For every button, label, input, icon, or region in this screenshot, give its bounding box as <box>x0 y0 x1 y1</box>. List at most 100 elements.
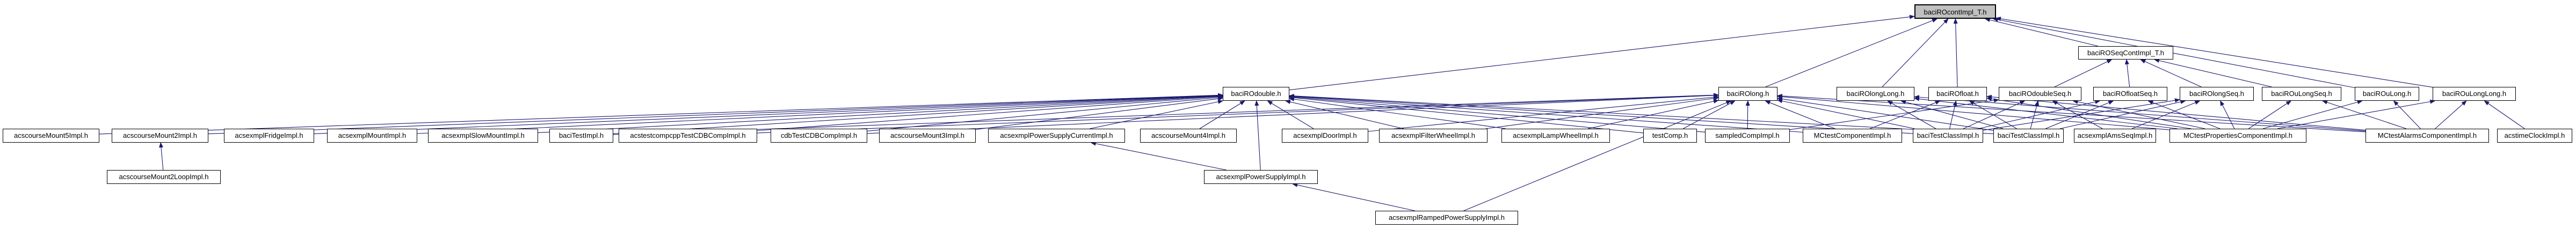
graph-node-mount2loop[interactable]: acscourseMount2LoopImpl.h <box>107 170 221 184</box>
edge-mctestprops-to-rolongseq <box>2220 100 2235 129</box>
edge-psimpl-to-pscurrent <box>1090 141 1227 171</box>
edge-psimpl-to-rodouble <box>1254 100 1261 171</box>
edge-pscurrent-to-rodouble <box>1090 99 1224 129</box>
edge-testcomp-to-rolong <box>1682 100 1736 129</box>
graph-node-mount3[interactable]: acscourseMount3Impl.h <box>879 129 976 143</box>
edge-roulong-to-root <box>1992 17 2355 88</box>
graph-node-roulong[interactable]: baciROuLong.h <box>2355 87 2419 101</box>
edge-mctestprops-to-rolonglong <box>1914 97 2178 129</box>
graph-node-filterwheel[interactable]: acsexmplFilterWheelImpl.h <box>1379 129 1487 143</box>
graph-node-bacitestclass1[interactable]: baciTestClassImpl.h <box>1913 129 1983 143</box>
edge-rofloat-to-root <box>1953 18 1958 87</box>
graph-node-mctestprops[interactable]: MCtestPropertiesComponentImpl.h <box>2169 129 2306 143</box>
edge-roulongseq-to-seqcont <box>2154 58 2272 87</box>
graph-node-rofloatseq[interactable]: baciROfloatSeq.h <box>2093 87 2167 101</box>
graph-node-roulongseq[interactable]: baciROuLongSeq.h <box>2262 87 2341 101</box>
edge-cdbtest-to-rolong <box>867 93 1719 134</box>
edge-bacitestclass1-to-rolong <box>1777 99 1915 129</box>
edge-mctestprops-to-rodoubleseq <box>2072 99 2205 129</box>
edge-mount5-to-rodouble <box>99 93 1223 135</box>
edge-clock-to-roulonglong <box>2484 100 2525 129</box>
edge-door-to-rolong <box>1368 95 1719 132</box>
edge-filterwheel-to-rodouble <box>1285 100 1404 129</box>
graph-node-pscurrent[interactable]: acsexmplPowerSupplyCurrentImpl.h <box>988 129 1125 143</box>
edge-mount-to-rodouble <box>417 93 1223 134</box>
edge-rodoubleseq-to-seqcont <box>2054 59 2113 87</box>
graph-node-rodouble[interactable]: baciROdouble.h <box>1223 87 1289 101</box>
graph-node-ramped[interactable]: acsexmplRampedPowerSupplyImpl.h <box>1375 211 1518 225</box>
edge-mount2loop-to-mount2 <box>159 142 164 171</box>
graph-node-clock[interactable]: acstimeClockImpl.h <box>2497 129 2572 143</box>
edge-mctestcomp-to-rofloat <box>1869 100 1941 129</box>
edge-bacitestclass2-to-rofloat <box>1969 100 2017 129</box>
graph-node-psimpl[interactable]: acsexmplPowerSupplyImpl.h <box>1204 170 1318 184</box>
graph-node-lampwheel[interactable]: acsexmplLampWheelImpl.h <box>1501 129 1610 143</box>
graph-node-door[interactable]: acsexmplDoorImpl.h <box>1282 129 1368 143</box>
graph-node-acstestcomp[interactable]: acstestcompcppTestCDBCompImpl.h <box>619 129 757 143</box>
graph-node-mount4[interactable]: acscourseMount4Impl.h <box>1140 129 1237 143</box>
graph-node-fridge[interactable]: acsexmplFridgeImpl.h <box>224 129 314 143</box>
edge-amsseq-to-rodoubleseq <box>2052 100 2103 129</box>
edge-sampledcomp-to-rodoubleseq <box>1789 98 1999 130</box>
graph-node-rolonglong[interactable]: baciROlongLong.h <box>1837 87 1914 101</box>
edge-rodouble-to-root <box>1289 14 1915 91</box>
edge-lampwheel-to-rodouble <box>1289 97 1506 129</box>
edge-lampwheel-to-rolong <box>1587 99 1719 129</box>
graph-node-bacitestclass2[interactable]: baciTestClassImpl.h <box>1993 129 2064 143</box>
edge-rolong-to-root <box>1765 18 1938 87</box>
edge-mctestprops-to-roulongseq <box>2248 100 2292 129</box>
edge-mctestcomp-to-rodouble <box>1289 94 1803 133</box>
graph-node-mctestalarms[interactable]: MCtestAlarmsComponentImpl.h <box>2365 129 2489 143</box>
edge-bacitestclass1-to-rofloat <box>1949 100 1957 129</box>
edge-acstestcomp-to-rodouble <box>757 94 1223 131</box>
graph-node-mount[interactable]: acsexmplMountImpl.h <box>327 129 417 143</box>
edge-bacitestclass2-to-rolongseq <box>2059 100 2186 129</box>
edge-bacitestclass1-to-rolongseq <box>1983 98 2180 131</box>
edge-slowmount-to-rodouble <box>538 93 1223 133</box>
graph-node-sampledcomp[interactable]: sampledCompImpl.h <box>1705 129 1790 143</box>
graph-node-seqcont[interactable]: baciROSeqContImpl_T.h <box>2078 46 2173 60</box>
edge-mctestalarms-to-roulong <box>2393 100 2421 129</box>
edge-bacitestclass1-to-rofloatseq <box>1978 100 2101 129</box>
graph-node-amsseq[interactable]: acsexmplAmsSeqImpl.h <box>2074 129 2156 143</box>
graph-node-mount2[interactable]: acscourseMount2Impl.h <box>112 129 208 143</box>
edge-mount2-to-rodouble <box>208 93 1223 135</box>
edge-bacitest-to-rolong <box>613 93 1719 135</box>
graph-node-slowmount[interactable]: acsexmplSlowMountImpl.h <box>428 129 538 143</box>
edge-rofloatseq-to-seqcont <box>2124 59 2130 87</box>
edge-filterwheel-to-rolong <box>1485 96 1719 129</box>
graph-node-testcomp[interactable]: testComp.h <box>1643 129 1697 143</box>
edge-acstestcomp-to-rolong <box>757 93 1719 134</box>
graph-node-rolong[interactable]: baciROlong.h <box>1718 87 1777 101</box>
graph-node-rodoubleseq[interactable]: baciROdoubleSeq.h <box>1999 87 2081 101</box>
graph-node-roulonglong[interactable]: baciROuLongLong.h <box>2433 87 2516 101</box>
edge-sampledcomp-to-rodouble <box>1289 95 1706 132</box>
graph-node-mctestcomp[interactable]: MCtestComponentImpl.h <box>1803 129 1902 143</box>
edge-seqcont-to-root <box>1984 18 2099 47</box>
graph-node-cdbtest[interactable]: cdbTestCDBCompImpl.h <box>771 129 867 143</box>
edge-mctestalarms-to-roulongseq <box>2322 100 2407 129</box>
edge-bacitestclass2-to-rolonglong <box>1900 100 2004 129</box>
edge-bacitestclass2-to-rolong <box>1777 97 1994 131</box>
graph-node-root[interactable]: baciROcontImpl_T.h <box>1914 4 1996 19</box>
graph-node-bacitest[interactable]: baciTestImpl.h <box>549 129 613 143</box>
edge-bacitestclass1-to-rodouble <box>1289 94 1913 134</box>
edge-bacitestclass2-to-rofloatseq <box>2045 100 2114 129</box>
edge-fridge-to-rodouble <box>314 93 1223 134</box>
graph-node-mount5[interactable]: acscourseMount5Impl.h <box>3 129 99 143</box>
edge-mctestalarms-to-rolong <box>1777 93 2366 132</box>
graph-node-rolongseq[interactable]: baciROlongSeq.h <box>2180 87 2254 101</box>
edge-roulonglong-to-root <box>1996 17 2433 88</box>
edge-bacitestclass2-to-rodouble <box>1289 93 1994 134</box>
edge-mctestprops-to-roulong <box>2262 100 2363 129</box>
edge-testcomp-to-rodouble <box>1289 95 1644 134</box>
edge-mctestprops-to-rolong <box>1777 94 2170 130</box>
edge-mctestprops-to-rofloatseq <box>2147 100 2221 129</box>
edge-bacitestclass1-to-rolonglong <box>1887 100 1936 129</box>
edge-mctestalarms-to-roulonglong <box>2435 100 2467 129</box>
graph-node-rofloat[interactable]: baciROfloat.h <box>1928 87 1987 101</box>
edge-rolongseq-to-seqcont <box>2140 59 2202 87</box>
edge-mctestalarms-to-rolonglong <box>1914 95 2366 131</box>
